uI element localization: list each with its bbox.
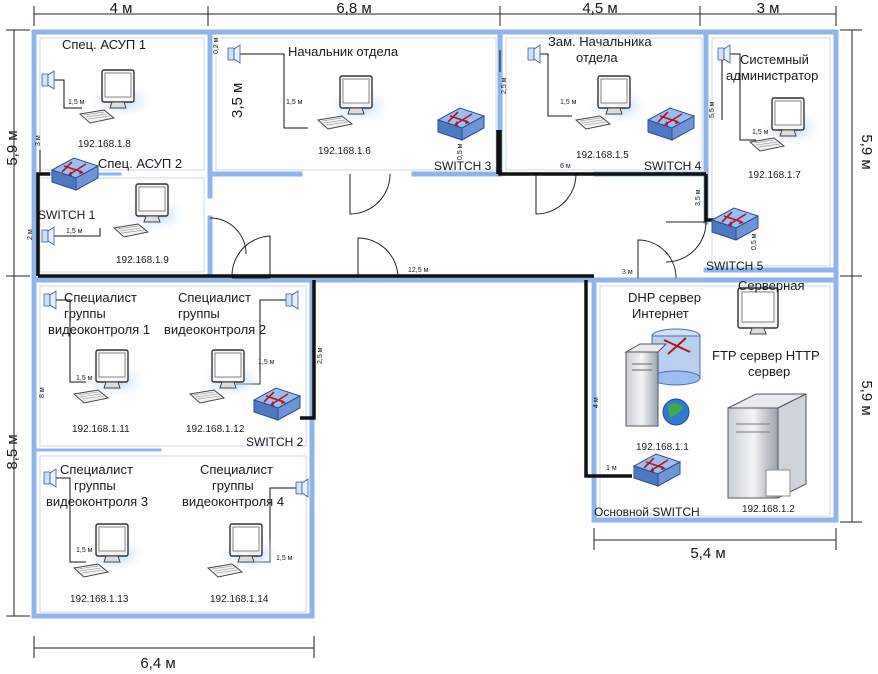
cable-25-top: 2,5 м xyxy=(501,77,508,94)
cable-05-s5: 0,5 м xyxy=(751,233,758,250)
pc-video4 xyxy=(207,523,285,578)
ip-chief: 192.168.1.6 xyxy=(318,146,371,157)
dim-right-bottom: 5,9 м xyxy=(858,380,875,415)
network-cables xyxy=(36,130,722,478)
server-ftp-2: сервер xyxy=(748,364,790,379)
ip-labels: 192.168.1.8 192.168.1.9 192.168.1.6 192.… xyxy=(70,139,801,605)
ftp-http-server xyxy=(727,393,807,499)
ip-ftp: 192.168.1.2 xyxy=(742,504,795,515)
server-ftp-1: FTP сервер HTTP xyxy=(712,348,820,363)
server-room-monitor xyxy=(737,287,779,335)
ip-asup2: 192.168.1.9 xyxy=(116,255,169,266)
switch-2-label: SWITCH 2 xyxy=(246,435,304,449)
cable-35-chief: 3,5 м xyxy=(229,83,246,118)
doors xyxy=(209,173,707,279)
room-chief: Начальник отдела xyxy=(288,44,399,59)
ip-deputy: 192.168.1.5 xyxy=(576,150,629,161)
cable-4m: 4 м xyxy=(593,397,600,408)
ip-video1: 192.168.1.11 xyxy=(72,424,130,435)
switch-4-label: SWITCH 4 xyxy=(644,159,702,173)
dim-top-4: 3 м xyxy=(757,0,780,17)
ip-video3: 192.168.1.13 xyxy=(70,594,129,605)
room-video1-1: Специалист xyxy=(64,290,137,305)
dimension-labels: 4 м 6,8 м 4,5 м 3 м 5,9 м 8,5 м 5,9 м 5,… xyxy=(4,0,875,672)
room-video4-1: Специалист xyxy=(200,462,273,477)
room-video2-1: Специалист xyxy=(178,290,251,305)
cable-asup2: 1,5 м xyxy=(66,228,83,235)
switch-3-label: SWITCH 3 xyxy=(434,159,492,173)
dim-right-top: 5,9 м xyxy=(858,134,875,169)
room-sysadmin-2: администратор xyxy=(726,68,818,83)
dim-bottom-left: 6,4 м xyxy=(140,655,175,672)
room-labels: Спец. АСУП 1 Спец. АСУП 2 Начальник отде… xyxy=(46,34,820,509)
room-video2-3: видеоконтроля 2 xyxy=(164,322,266,337)
pc-video2 xyxy=(189,349,267,404)
server-dhcp-2: Интернет xyxy=(632,306,689,321)
server-dhcp-1: DHP сервер xyxy=(628,290,701,305)
cable-video1: 1,5 м xyxy=(76,375,93,382)
pc-asup1 xyxy=(79,69,157,124)
ip-sysadmin: 192.168.1.7 xyxy=(748,170,801,181)
room-video2-2: группы xyxy=(178,306,220,321)
cable-1m: 1 м xyxy=(606,465,617,472)
room-deputy-1: Зам. Начальника xyxy=(548,34,652,49)
cable-deputy: 1,5 м xyxy=(560,99,577,106)
room-video3-3: видеоконтроля 3 xyxy=(46,494,148,509)
inner-outlines xyxy=(39,37,831,613)
cable-chief: 1,5 м xyxy=(286,99,303,106)
room-sysadmin-1: Системный xyxy=(740,52,809,67)
cable-12-5m: 12,5 м xyxy=(408,267,429,274)
switch-main-label: Основной SWITCH xyxy=(594,505,700,519)
room-deputy-2: отдела xyxy=(576,50,618,65)
ip-video2: 192.168.1.12 xyxy=(186,424,245,435)
cable-2m: 2 м xyxy=(27,229,34,240)
pc-sysadmin xyxy=(749,97,827,152)
room-video3-1: Специалист xyxy=(60,462,133,477)
room-server: Серверная xyxy=(738,278,805,293)
room-video1-2: группы xyxy=(64,306,106,321)
switch-5-label: SWITCH 5 xyxy=(706,259,764,273)
cable-55: 5,5 м xyxy=(709,101,716,118)
room-video1-3: видеоконтроля 1 xyxy=(48,322,150,337)
cable-video2: 1,5 м xyxy=(258,359,275,366)
dhcp-server xyxy=(624,328,701,427)
room-asup2: Спец. АСУП 2 xyxy=(98,156,182,171)
cable-labels: 1,5 м 1,5 м 1,5 м 1,5 м 1,5 м 1,5 м 1,5 … xyxy=(27,37,769,562)
cable-8m: 8 м xyxy=(39,387,46,398)
pc-deputy xyxy=(575,75,653,130)
dim-left-top: 5,9 м xyxy=(4,130,21,165)
dimension-lines xyxy=(6,6,862,658)
walls xyxy=(31,29,839,619)
cable-asup1: 1,5 м xyxy=(68,99,85,106)
cable-sysadmin: 1,5 м xyxy=(752,129,769,136)
room-video4-3: видеоконтроля 4 xyxy=(182,494,284,509)
cable-25-mid: 2,5 м xyxy=(317,347,324,364)
dim-left-bottom: 8,5 м xyxy=(4,434,21,469)
switch-labels: SWITCH 1 SWITCH 2 SWITCH 3 SWITCH 4 SWIT… xyxy=(38,159,764,519)
cable-35-right: 3,5 м xyxy=(695,189,702,206)
cable-6m: 6 м xyxy=(560,163,571,170)
ip-dhcp: 192.168.1.1 xyxy=(636,442,689,453)
cable-05-s3: 0,5 м xyxy=(457,143,464,160)
ip-video4: 192.168.1.14 xyxy=(210,594,269,605)
cable-3m-left: 3 м xyxy=(35,135,42,146)
pc-chief xyxy=(317,75,395,130)
cable-video3: 1,5 м xyxy=(76,547,93,554)
dim-bottom-right: 5,4 м xyxy=(690,545,725,562)
dim-top-1: 4 м xyxy=(110,0,133,17)
dim-top-3: 4,5 м xyxy=(582,0,617,17)
pc-asup2 xyxy=(113,183,191,238)
room-video4-2: группы xyxy=(212,478,254,493)
switch-1-label: SWITCH 1 xyxy=(38,208,96,222)
room-video3-2: группы xyxy=(74,478,116,493)
cable-video4: 1,5 м xyxy=(276,555,293,562)
cable-3m-bottom: 3 м xyxy=(622,269,633,276)
dim-top-2: 6,8 м xyxy=(336,0,371,17)
cable-02: 0,2 м xyxy=(213,37,220,54)
room-asup1: Спец. АСУП 1 xyxy=(62,37,146,52)
ip-asup1: 192.168.1.8 xyxy=(78,139,131,150)
